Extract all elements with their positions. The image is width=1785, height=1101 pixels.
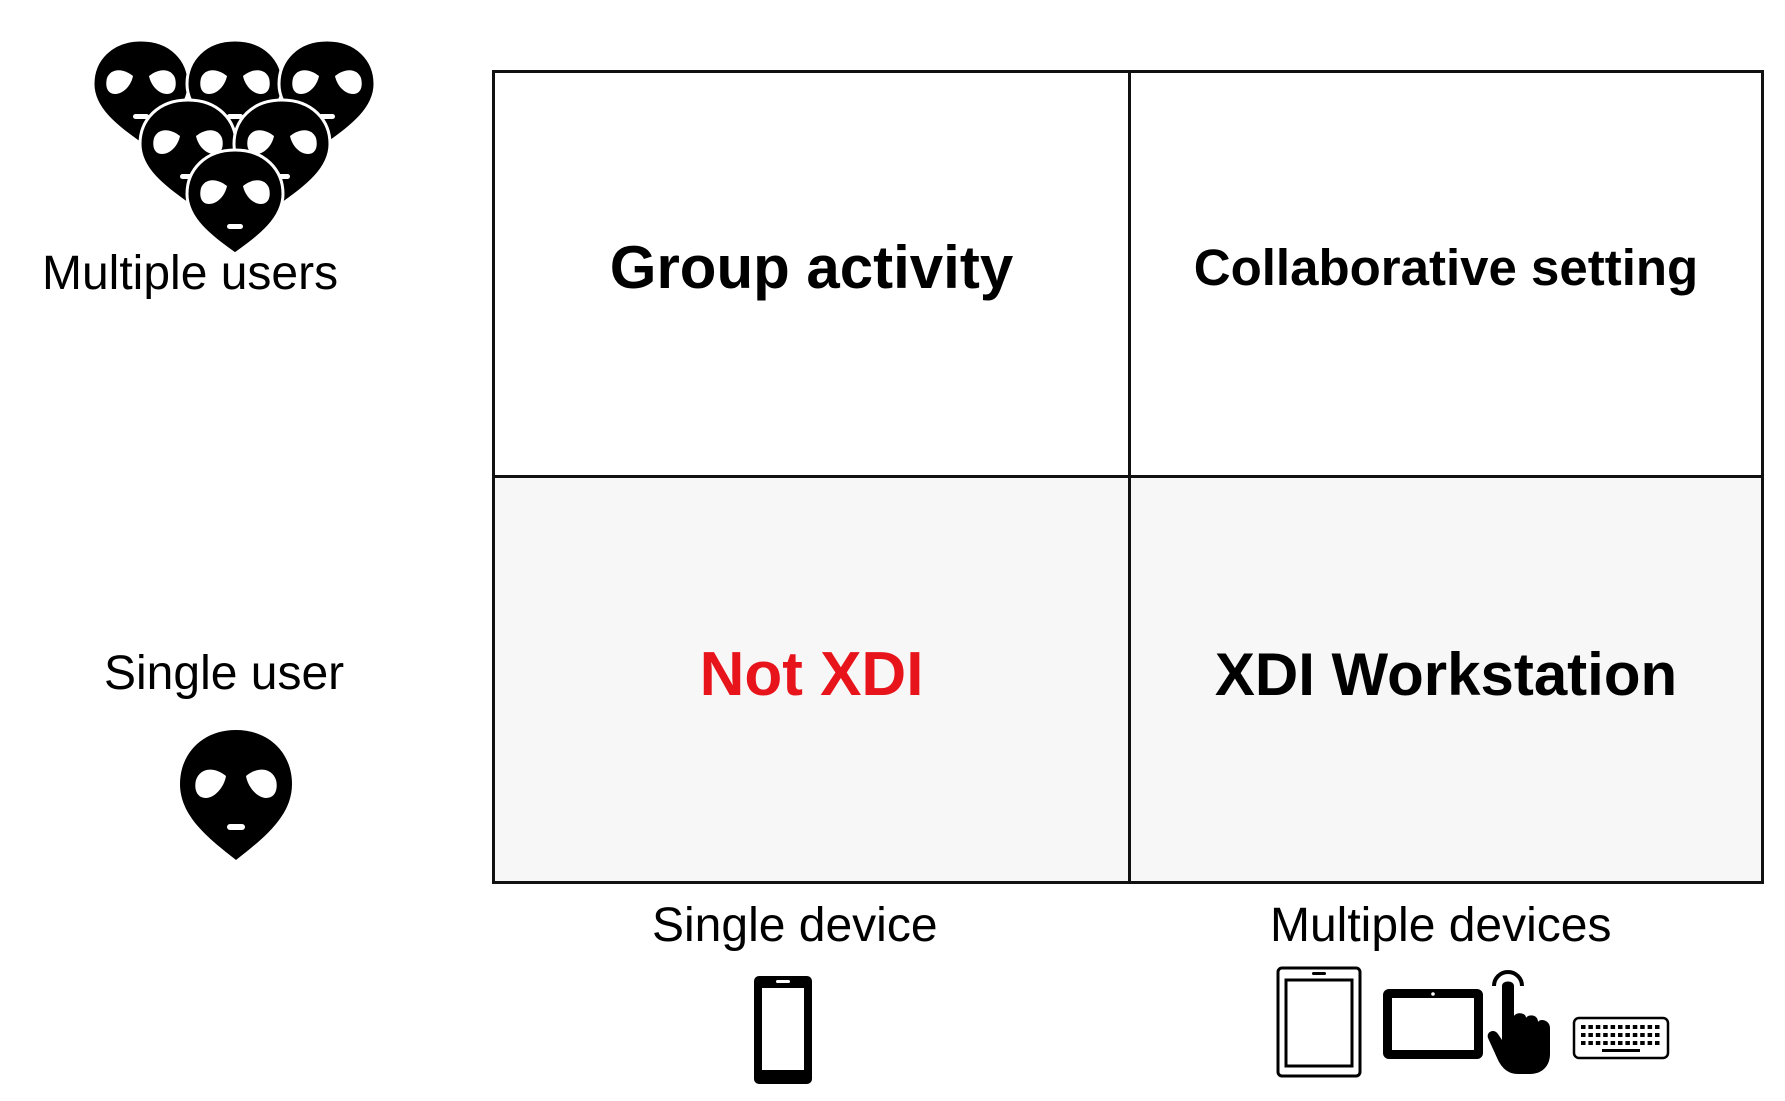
- x-axis-left-label: Single device: [652, 899, 938, 952]
- laptop-screen-icon: [1383, 989, 1483, 1059]
- alien-group-icon: [91, 38, 377, 256]
- touch-hand-icon: [1487, 970, 1550, 1074]
- quadrant-top-right-label: Collaborative setting: [1193, 238, 1699, 296]
- quadrant-grid: Group activity Collaborative setting Not…: [492, 70, 1764, 884]
- quadrant-top-left: Group activity: [495, 73, 1131, 478]
- x-axis-right-label: Multiple devices: [1270, 899, 1612, 952]
- y-axis-bottom-label: Single user: [104, 647, 345, 700]
- quadrant-top-left-label: Group activity: [609, 233, 1014, 301]
- quadrant-bottom-right-label: XDI Workstation: [1214, 641, 1678, 708]
- quadrant-bottom-right: XDI Workstation: [1131, 478, 1761, 881]
- alien-head-icon: [180, 730, 292, 860]
- smartphone-icon: [754, 976, 812, 1084]
- quadrant-bottom-left: Not XDI: [495, 478, 1131, 881]
- y-axis-top-label: Multiple users: [42, 247, 339, 300]
- quadrant-top-right: Collaborative setting: [1131, 73, 1761, 478]
- keyboard-icon: [1572, 1016, 1670, 1060]
- tablet-icon: [1276, 966, 1362, 1078]
- quadrant-bottom-left-label: Not XDI: [699, 640, 924, 709]
